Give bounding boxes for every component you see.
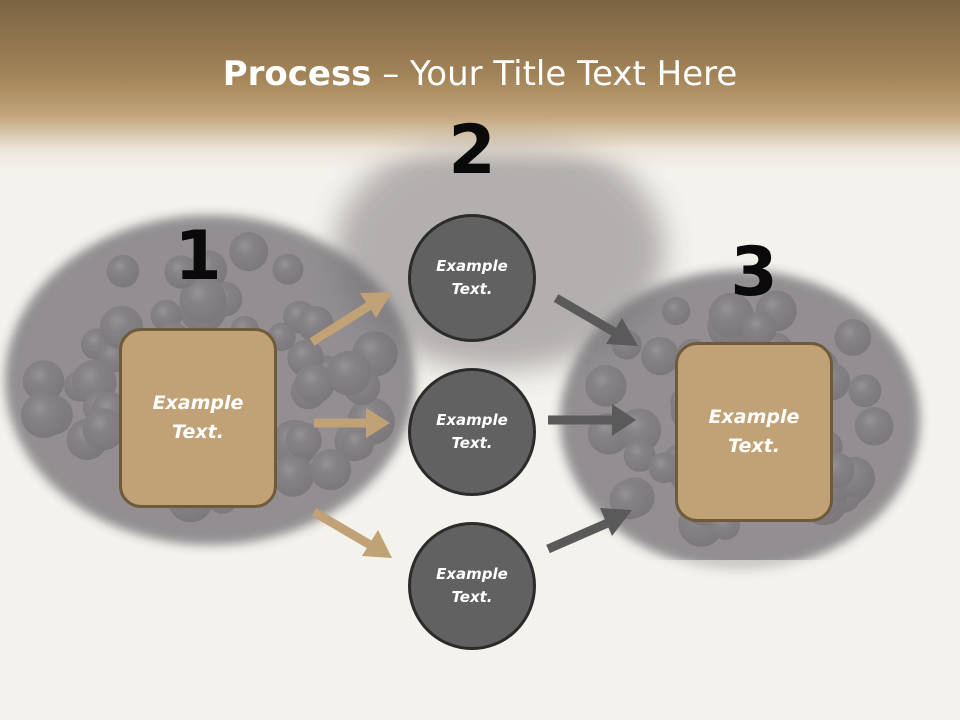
- drupelet: [834, 319, 872, 356]
- arrow-left-to-middle: [314, 408, 390, 438]
- drupelet: [106, 254, 140, 288]
- circle-top-text: Example Text.: [436, 257, 508, 298]
- drupelet: [82, 408, 125, 451]
- drupelet: [179, 276, 227, 324]
- drupelet: [585, 365, 627, 407]
- drupelet: [326, 350, 372, 396]
- circle-middle[interactable]: Example Text.: [408, 368, 536, 496]
- drupelet: [272, 454, 314, 497]
- right-step-text: Example Text.: [708, 406, 800, 457]
- step-number-1: 1: [174, 217, 222, 296]
- title-bold-part: Process: [222, 54, 372, 94]
- arrow-left-to-bottom: [311, 508, 392, 558]
- arrow-middle-to-right: [548, 404, 636, 436]
- arrow-bottom-to-right: [546, 508, 632, 554]
- drupelet: [285, 422, 322, 459]
- drupelet: [641, 337, 680, 376]
- title-band: [0, 0, 960, 170]
- drupelet: [623, 439, 656, 472]
- drupelet: [229, 232, 269, 272]
- drupelet: [294, 363, 335, 404]
- drupelet: [742, 311, 777, 346]
- drupelet: [848, 374, 882, 408]
- drupelet: [648, 452, 680, 484]
- circle-bottom[interactable]: Example Text.: [408, 522, 536, 650]
- drupelet: [662, 297, 691, 326]
- drupelet: [854, 407, 894, 446]
- circle-middle-text: Example Text.: [436, 411, 508, 452]
- drupelet: [21, 392, 67, 438]
- drupelet: [341, 427, 374, 461]
- right-step-box[interactable]: Example Text.: [675, 342, 833, 522]
- left-step-box[interactable]: Example Text.: [119, 328, 277, 508]
- circle-bottom-text: Example Text.: [436, 565, 508, 606]
- title-rest-part: – Your Title Text Here: [371, 54, 738, 94]
- step-number-2: 2: [448, 111, 496, 190]
- left-step-text: Example Text.: [152, 392, 244, 443]
- drupelet: [22, 360, 65, 402]
- circle-top[interactable]: Example Text.: [408, 214, 536, 342]
- drupelet: [272, 253, 304, 285]
- drupelet: [310, 449, 352, 491]
- drupelet: [164, 255, 198, 289]
- arrow-left-to-top: [309, 292, 392, 346]
- arrow-top-to-right: [553, 294, 638, 346]
- step-number-3: 3: [730, 233, 778, 312]
- slide-title: Process – Your Title Text Here: [0, 52, 960, 96]
